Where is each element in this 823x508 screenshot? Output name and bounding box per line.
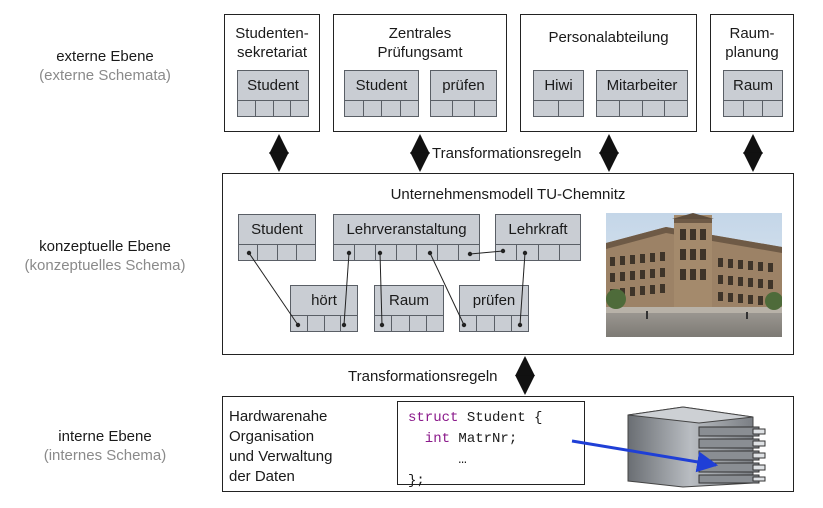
conceptual-title: Unternehmensmodell TU-Chemnitz [390,186,626,203]
entity-student: Student [238,214,316,261]
view-title-line1: Personalabteilung [548,29,669,46]
level-conceptual-name: konzeptuelle Ebene [39,238,171,255]
code-line-3: … [408,452,467,468]
conceptual-model-box: Unternehmensmodell TU-Chemnitz Student L… [222,173,794,355]
level-internal-name: interne Ebene [58,428,152,445]
level-external-schema: (externe Schemata) [39,67,171,84]
entity-label: Student [355,77,408,94]
level-conceptual-schema: (konzeptuelles Schema) [24,257,186,274]
level-external-name: externe Ebene [56,48,154,65]
entity-pruefen: prüfen [459,285,529,332]
code-line-2: int MatrNr; [408,429,584,450]
entity-student: Student [344,70,419,117]
storage-pointer-arrow [571,439,719,473]
view-studentensekretariat: Studenten- sekretariat Student [224,14,320,132]
internal-description: Hardwarenahe Organisation und Verwaltung… [229,407,332,487]
entity-label: Lehrkraft [508,221,568,238]
entity-label: prüfen [472,292,516,309]
disk-storage-icon [627,406,766,488]
view-title-line1: Zentrales [388,25,452,42]
internal-text-line: Hardwarenahe [229,408,328,425]
entity-pruefen: prüfen [430,70,497,117]
transform-label-top: Transformationsregeln [432,145,582,162]
entity-label: Hiwi [544,77,573,94]
code-keyword: struct [408,410,459,426]
view-title-line1: Raum- [729,25,775,42]
entity-raum: Raum [723,70,783,117]
code-keyword: int [408,431,451,447]
code-line-4: }; [408,473,425,489]
entity-label: Raum [388,292,429,309]
view-title: Personalabteilung [521,28,696,47]
relationship-endpoints [246,248,528,328]
relationship-lines [248,250,526,326]
view-personalabteilung: Personalabteilung Hiwi Mitarbeiter [520,14,697,132]
entity-label: prüfen [442,77,485,94]
entity-mitarbeiter: Mitarbeiter [596,70,688,117]
view-title: Studenten- sekretariat [225,24,319,62]
internal-level-box: Hardwarenahe Organisation und Verwaltung… [222,396,794,492]
entity-label: hört [311,292,337,309]
code-snippet: struct Student { int MatrNr; …}; [397,401,585,489]
internal-text-line: und Verwaltung [229,448,333,465]
level-internal: interne Ebene (internes Schema) [0,427,210,465]
view-title-line2: planung [725,44,779,61]
building-illustration [606,213,782,337]
transformation-arrows-top [269,134,763,172]
code-text: Student { [458,410,543,426]
view-title-line2: sekretariat [236,44,308,61]
level-external: externe Ebene (externe Schemata) [0,47,210,85]
view-raumplanung: Raum- planung Raum [710,14,794,132]
view-title-line1: Studenten- [235,25,309,42]
view-title: Raum- planung [711,24,793,62]
entity-label: Mitarbeiter [606,77,678,94]
entity-hiwi: Hiwi [533,70,584,117]
entity-label: Raum [732,77,773,94]
transform-label-bottom: Transformationsregeln [348,368,498,385]
view-pruefungsamt: Zentrales Prüfungsamt Student prüfen [333,14,507,132]
view-title-line2: Prüfungsamt [377,44,463,61]
entity-label: Student [247,77,299,94]
entity-lehrveranstaltung: Lehrveranstaltung [333,214,480,261]
entity-label: Student [251,221,303,238]
level-conceptual: konzeptuelle Ebene (konzeptuelles Schema… [0,237,210,275]
code-line-1: struct Student { [408,408,584,429]
view-title: Zentrales Prüfungsamt [334,24,506,62]
code-text: MatrNr; [450,431,518,447]
university-building-photo [606,213,782,337]
internal-text-line: Organisation [229,428,315,445]
entity-label: Lehrveranstaltung [346,221,467,238]
internal-text-line: der Daten [229,468,295,485]
entity-lehrkraft: Lehrkraft [495,214,581,261]
entity-student: Student [237,70,309,117]
entity-raum: Raum [374,285,444,332]
level-internal-schema: (internes Schema) [43,447,167,464]
